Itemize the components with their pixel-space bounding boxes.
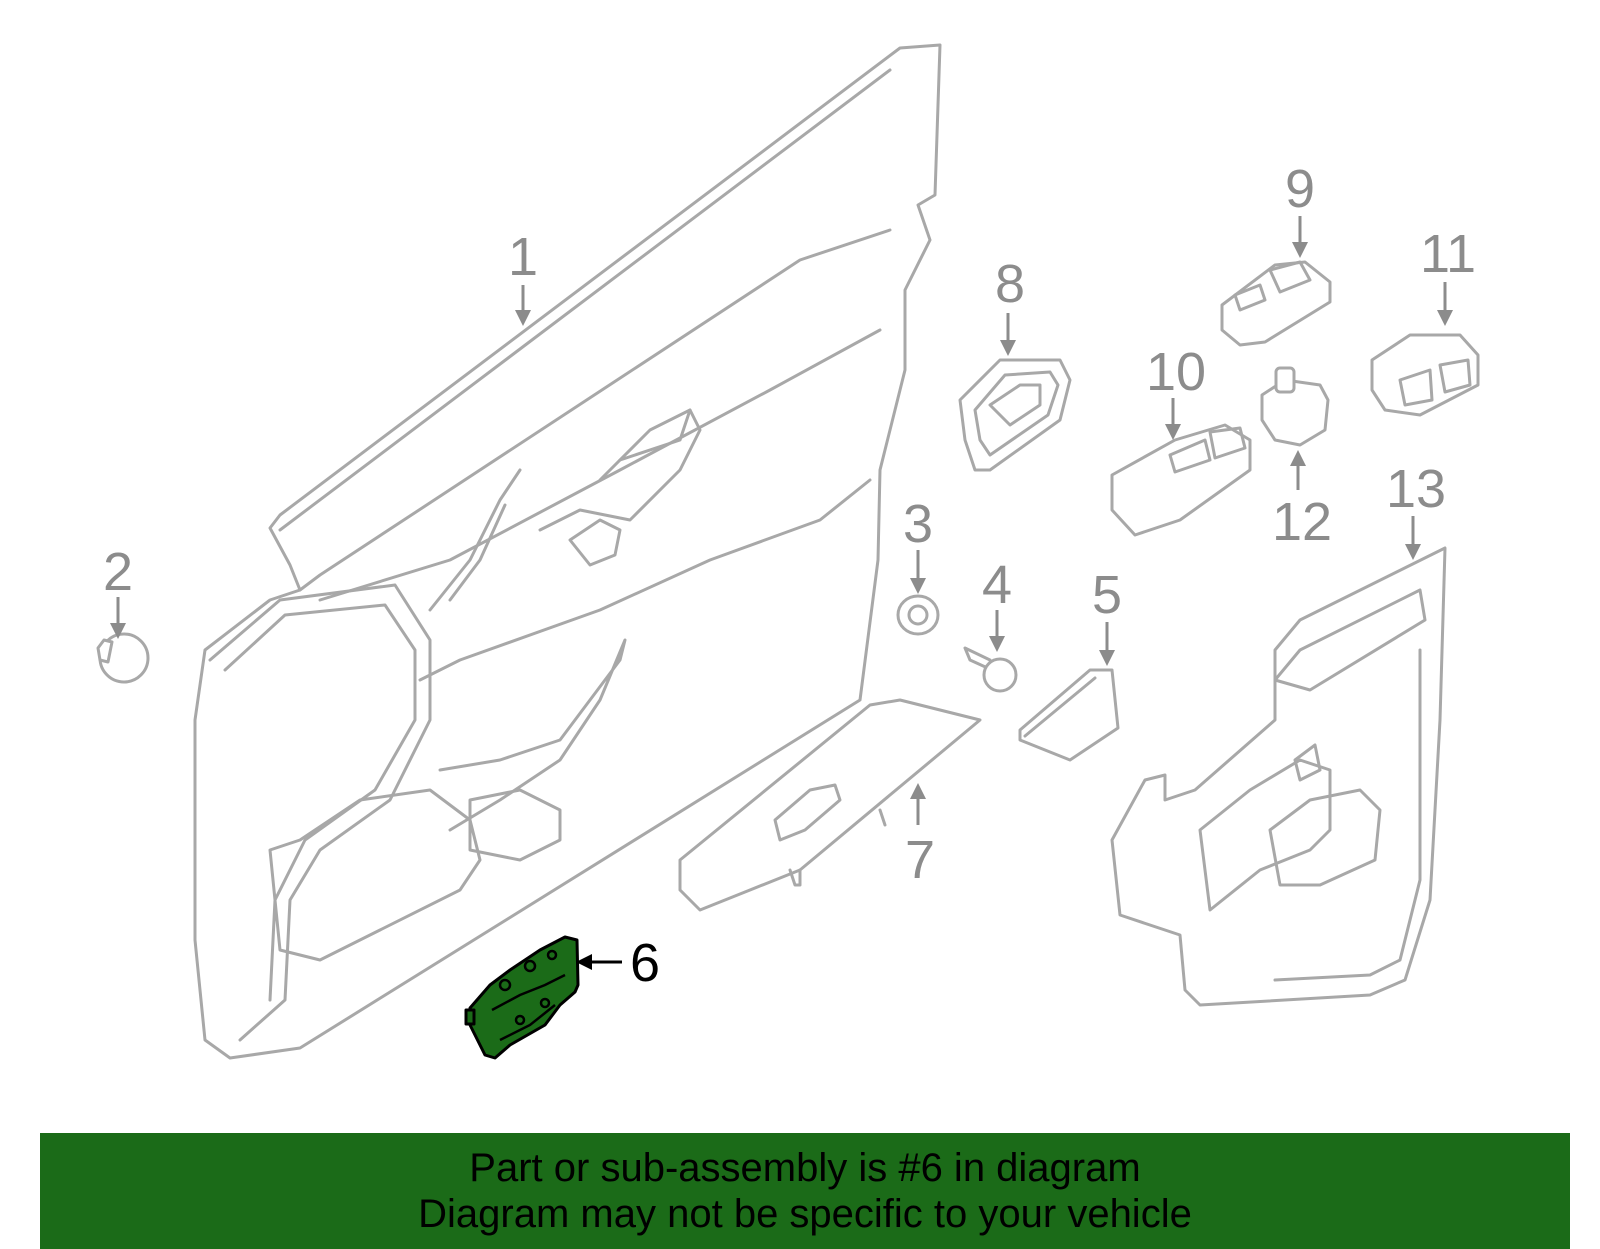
door-switch-bezel-part[interactable] [958, 358, 1072, 472]
callout-10: 10 [1146, 342, 1206, 440]
info-banner: Part or sub-assembly is #6 in diagram Di… [40, 1133, 1570, 1249]
master-switch-part[interactable] [1110, 423, 1252, 537]
callout-12: 12 [1272, 450, 1332, 552]
callout-label-1: 1 [508, 227, 538, 287]
callout-label-3: 3 [903, 494, 933, 554]
callout-11: 11 [1420, 224, 1476, 326]
callout-label-6: 6 [630, 933, 660, 993]
callout-label-8: 8 [995, 254, 1025, 314]
callout-label-7: 7 [905, 830, 935, 890]
callout-8: 8 [995, 254, 1025, 356]
rear-door-trim-panel-part[interactable] [1110, 546, 1447, 1007]
callout-label-5: 5 [1092, 565, 1122, 625]
switch-bezel-part[interactable] [678, 698, 982, 912]
callout-label-4: 4 [982, 555, 1012, 615]
clip-part[interactable] [96, 632, 150, 684]
callout-5: 5 [1092, 565, 1122, 666]
callout-label-2: 2 [103, 542, 133, 602]
callout-label-10: 10 [1146, 342, 1206, 402]
callout-label-12: 12 [1272, 492, 1332, 552]
bracket-part-6[interactable] [464, 935, 580, 1060]
callout-4: 4 [982, 555, 1012, 652]
window-switch-part[interactable] [1220, 260, 1332, 347]
callout-6: 6 [576, 933, 660, 993]
grommet-part[interactable] [896, 594, 940, 636]
callout-1: 1 [508, 227, 538, 326]
trim-piece-part[interactable] [1018, 668, 1120, 762]
callout-3: 3 [903, 494, 933, 594]
switch-assembly-part[interactable] [1370, 333, 1480, 417]
callout-label-13: 13 [1386, 459, 1446, 519]
callout-label-9: 9 [1285, 159, 1315, 219]
callout-2: 2 [103, 542, 133, 639]
banner-line-2: Diagram may not be specific to your vehi… [418, 1192, 1192, 1236]
small-switch-part[interactable] [1260, 366, 1330, 447]
callout-7: 7 [905, 783, 935, 890]
door-trim-panel-part[interactable] [193, 43, 942, 1060]
screw-part[interactable] [963, 646, 1018, 693]
callout-13: 13 [1386, 459, 1446, 560]
callout-label-11: 11 [1420, 224, 1476, 284]
callout-9: 9 [1285, 159, 1315, 258]
banner-line-1: Part or sub-assembly is #6 in diagram [469, 1146, 1141, 1190]
